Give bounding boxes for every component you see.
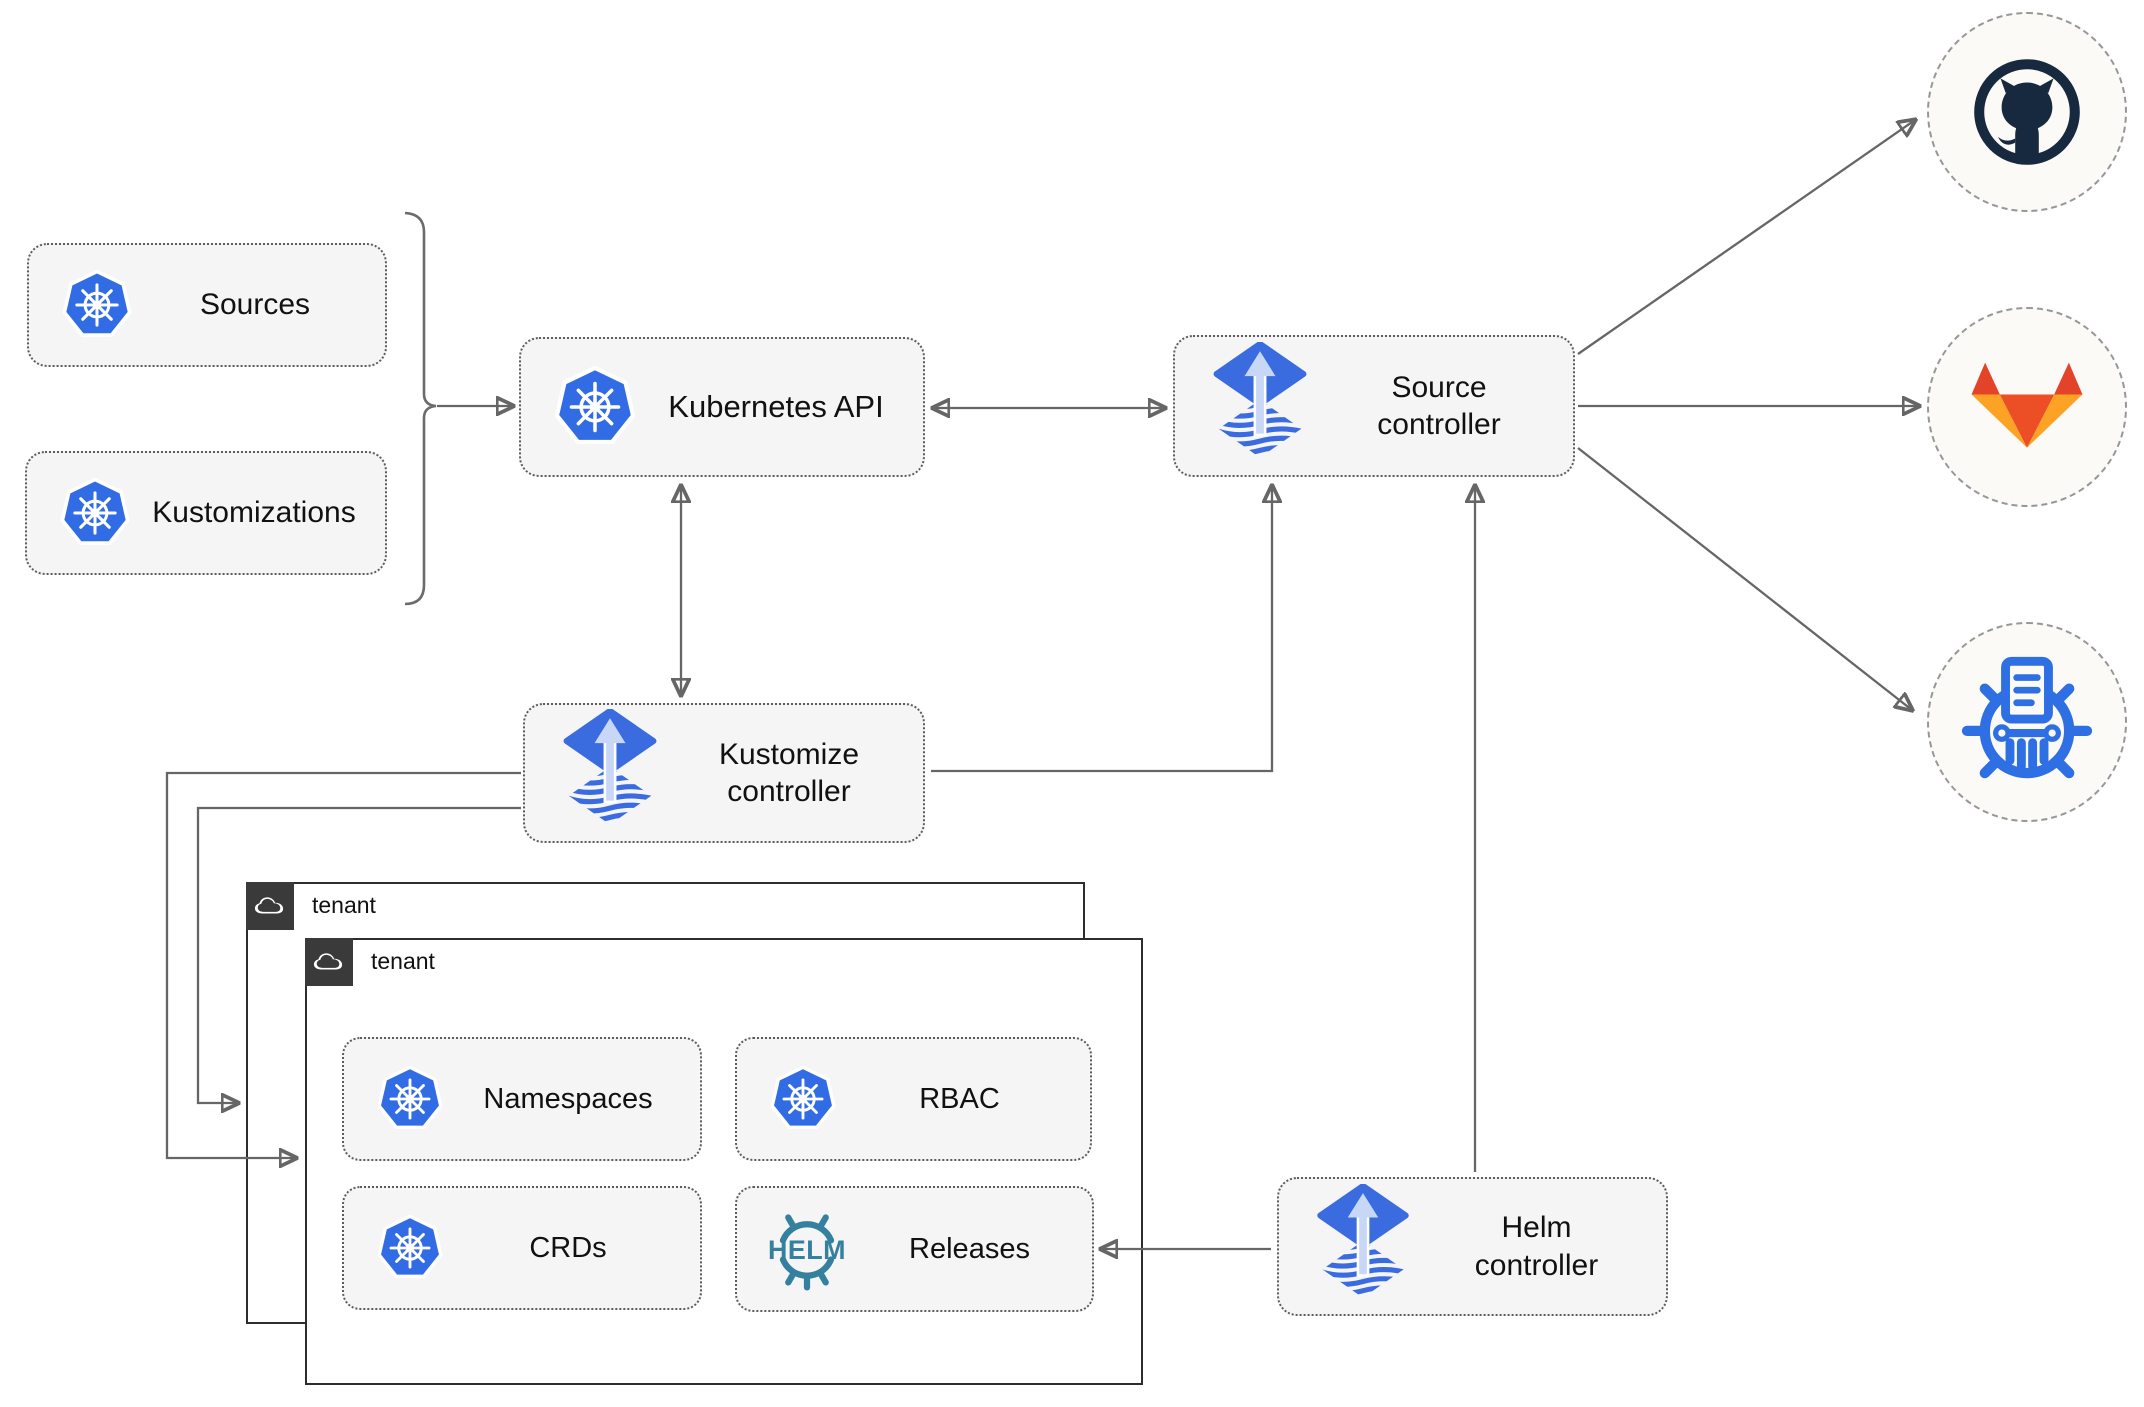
endpoint-github bbox=[1927, 12, 2127, 212]
tenant-label: tenant bbox=[371, 948, 435, 974]
node-kustomizations: Kustomizations bbox=[25, 451, 387, 575]
node-source-controller: Source controller bbox=[1173, 335, 1575, 477]
tenant-header bbox=[245, 881, 294, 930]
endpoint-chart-repository bbox=[1927, 622, 2127, 822]
kubernetes-icon bbox=[376, 1214, 444, 1282]
node-label: Releases bbox=[909, 1232, 1030, 1265]
cloud-icon bbox=[253, 895, 286, 917]
kubernetes-icon bbox=[59, 477, 131, 549]
edge-kustomize-controller-to-source-controller bbox=[931, 486, 1272, 773]
gitlab-icon bbox=[1968, 359, 2086, 456]
node-crds: CRDs bbox=[342, 1186, 702, 1310]
kubernetes-icon bbox=[553, 365, 637, 449]
node-label: Namespaces bbox=[483, 1082, 653, 1115]
node-kubernetes-api: Kubernetes API bbox=[519, 337, 925, 477]
node-label: Helm controller bbox=[1474, 1211, 1599, 1282]
kubernetes-icon bbox=[769, 1065, 837, 1133]
node-namespaces: Namespaces bbox=[342, 1037, 702, 1161]
node-kustomize-controller: Kustomize controller bbox=[523, 703, 925, 843]
node-label: Kustomizations bbox=[152, 496, 356, 530]
flux-icon bbox=[1207, 342, 1313, 470]
grouping-bracket bbox=[404, 211, 437, 606]
kubernetes-icon bbox=[376, 1065, 444, 1133]
node-label: Kustomize controller bbox=[718, 737, 860, 809]
cloud-icon bbox=[312, 951, 345, 973]
node-label: Sources bbox=[199, 288, 311, 322]
edge-kustomize-controller-to-tenant-back bbox=[196, 806, 521, 1103]
chartmuseum-icon bbox=[1953, 648, 2101, 796]
edge-kustomize-controller-to-tenant-front bbox=[165, 771, 521, 1158]
node-label: Kubernetes API bbox=[668, 388, 884, 424]
tenant-header bbox=[304, 937, 353, 986]
svg-text:HELM: HELM bbox=[768, 1235, 846, 1265]
node-sources: Sources bbox=[27, 243, 387, 367]
node-rbac: RBAC bbox=[735, 1037, 1092, 1161]
edge-source-controller-to-github bbox=[1577, 120, 1915, 355]
node-label: RBAC bbox=[919, 1082, 1000, 1115]
edge-source-controller-to-chart-repository bbox=[1577, 447, 1912, 710]
github-icon bbox=[1968, 53, 2086, 171]
tenant-box-front: tenant Namespaces RBAC CRDs HELM Release… bbox=[304, 937, 1143, 1385]
node-releases: HELM Releases bbox=[735, 1186, 1094, 1312]
node-label: CRDs bbox=[529, 1231, 607, 1264]
flux-icon bbox=[1311, 1183, 1415, 1310]
helm-icon: HELM bbox=[759, 1199, 855, 1299]
endpoint-gitlab bbox=[1927, 307, 2127, 507]
tenant-label: tenant bbox=[312, 892, 376, 918]
flux-icon bbox=[557, 709, 663, 837]
kubernetes-icon bbox=[61, 269, 133, 341]
node-label: Source controller bbox=[1377, 370, 1501, 442]
node-helm-controller: Helm controller bbox=[1277, 1177, 1668, 1316]
